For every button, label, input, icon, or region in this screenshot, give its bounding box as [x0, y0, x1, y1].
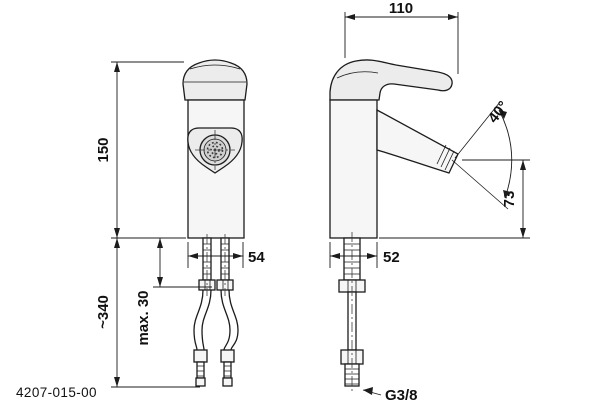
side-view — [329, 59, 459, 394]
lever-handle — [329, 59, 453, 101]
dim-150-label: 150 — [95, 137, 112, 162]
dim-110: 110 — [344, 0, 459, 74]
thread-label: G3/8 — [385, 387, 418, 404]
dim-52: 52 — [329, 242, 400, 268]
centerline-aerator — [195, 130, 235, 170]
spout — [376, 108, 459, 174]
dim-54: 54 — [187, 242, 265, 268]
front-view — [182, 59, 248, 387]
dim-max30: max. 30 — [135, 238, 212, 346]
dim-340-label: ~340 — [95, 295, 112, 329]
dim-54-label: 54 — [248, 249, 265, 266]
dim-max30-label: max. 30 — [135, 290, 152, 345]
hose-right — [228, 289, 239, 351]
dim-340: ~340 — [95, 238, 200, 388]
body-side — [329, 99, 378, 239]
part-number: 4207-015-00 — [16, 385, 97, 400]
dim-110-label: 110 — [389, 0, 413, 17]
hose-left — [193, 289, 204, 351]
dim-73: 73 — [379, 159, 530, 239]
handle-front — [182, 59, 248, 101]
dim-150: 150 — [95, 61, 186, 239]
dim-g38: G3/8 — [362, 387, 418, 404]
dim-52-label: 52 — [383, 249, 400, 266]
dim-40deg-label: 40° — [485, 98, 512, 126]
